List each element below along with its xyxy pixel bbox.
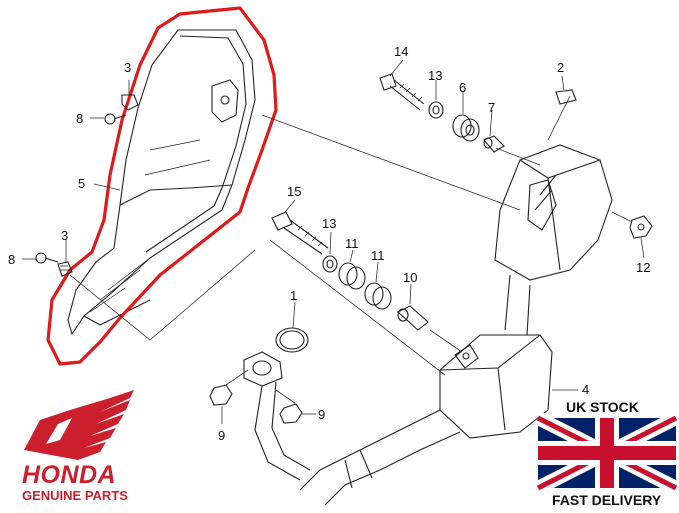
bolt-15 <box>271 211 329 255</box>
nut-12 <box>629 215 653 239</box>
bolt-lower <box>35 252 59 264</box>
delivery-badge-text: FAST DELIVERY <box>552 492 662 508</box>
leader-lines <box>22 59 645 424</box>
callout-9-right: 9 <box>318 407 325 422</box>
silencer-body <box>494 144 613 336</box>
callout-4: 4 <box>582 382 589 397</box>
gasket-inner <box>279 330 305 350</box>
callout-11-first: 11 <box>345 236 359 251</box>
gasket <box>275 327 309 353</box>
stock-badge-text: UK STOCK <box>566 399 639 415</box>
rubber-2 <box>555 89 577 105</box>
brand-tagline: GENUINE PARTS <box>22 488 128 503</box>
collar-upper <box>121 94 139 111</box>
callout-14: 14 <box>394 44 408 59</box>
callout-8-upper: 8 <box>76 111 83 126</box>
honda-wing-logo <box>24 390 134 460</box>
union-jack-flag <box>534 411 679 495</box>
highlight-outline <box>46 6 278 366</box>
collar-7 <box>483 135 505 153</box>
callout-10: 10 <box>403 270 417 285</box>
collar-lower <box>57 261 73 277</box>
assembly-guide-lines <box>69 95 633 405</box>
collar-10 <box>397 305 429 331</box>
callout-3-upper: 3 <box>124 60 131 75</box>
wing-icon <box>24 390 134 460</box>
callout-5: 5 <box>78 176 85 191</box>
flange-nut-left <box>209 384 233 406</box>
callout-3-lower: 3 <box>61 228 68 243</box>
callout-15: 15 <box>287 184 301 199</box>
callout-labels: 3 8 5 3 8 14 13 6 7 2 12 15 13 11 11 10 … <box>8 44 650 443</box>
callout-9-left: 9 <box>218 428 225 443</box>
bolt-14 <box>379 73 425 111</box>
bolt-upper <box>104 113 127 125</box>
heat-shield-cover <box>67 29 256 336</box>
callout-1: 1 <box>290 288 297 303</box>
exhaust-pipe-front <box>243 351 311 481</box>
brand-name: HONDA <box>22 461 116 489</box>
callout-8-lower: 8 <box>8 252 15 267</box>
rubber-11-second <box>364 282 392 310</box>
rubber-grommet-6 <box>452 114 480 142</box>
washer-13-lower <box>322 255 338 273</box>
callout-11-second: 11 <box>371 248 385 263</box>
washer-13-upper <box>428 101 444 119</box>
callout-7: 7 <box>488 100 495 115</box>
callout-13-upper: 13 <box>428 68 442 83</box>
callout-2: 2 <box>557 60 564 75</box>
muffler <box>299 334 553 506</box>
callout-13-lower: 13 <box>322 216 336 231</box>
rubber-11-first <box>338 262 366 290</box>
callout-6: 6 <box>459 80 466 95</box>
flange-nut-right <box>279 403 303 424</box>
callout-12: 12 <box>636 260 650 275</box>
